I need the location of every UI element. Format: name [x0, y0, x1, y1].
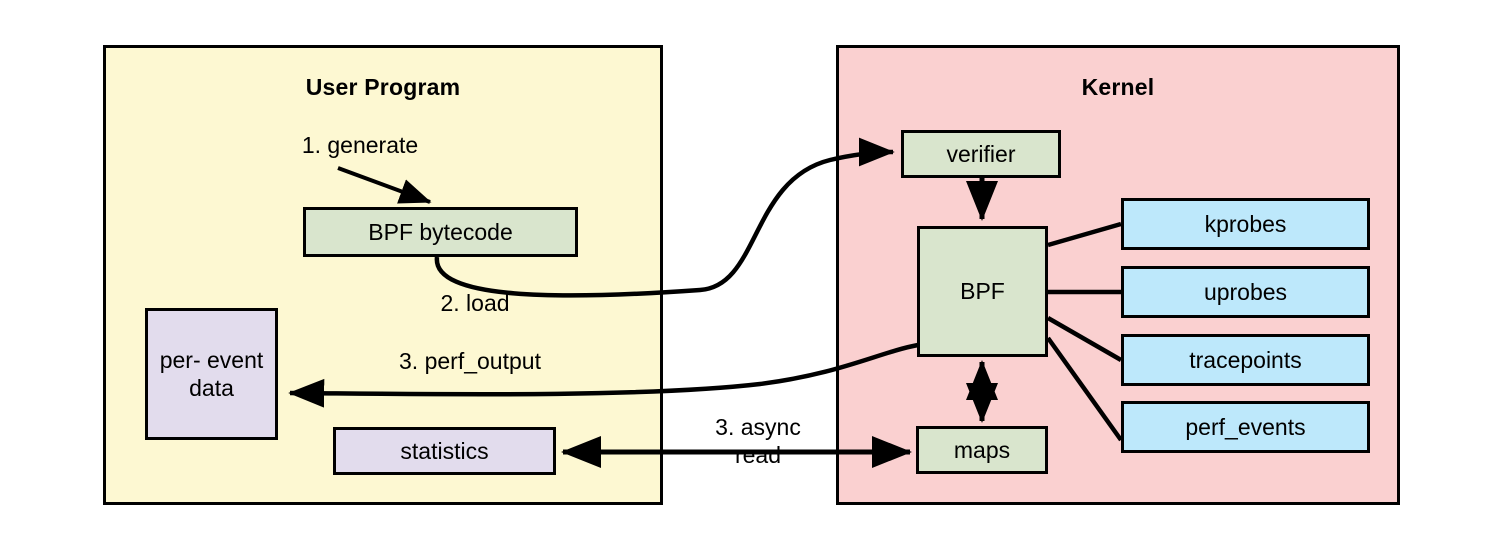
node-perf-events-label: perf_events [1185, 413, 1306, 440]
node-bpf-label: BPF [960, 278, 1005, 305]
node-bpf-bytecode[interactable]: BPF bytecode [303, 207, 578, 257]
edge-label-perf-output: 3. perf_output [399, 348, 541, 374]
node-maps[interactable]: maps [916, 426, 1048, 474]
node-tracepoints[interactable]: tracepoints [1121, 334, 1370, 386]
node-bpf-bytecode-label: BPF bytecode [368, 218, 513, 245]
node-statistics[interactable]: statistics [333, 427, 556, 475]
node-statistics-label: statistics [400, 437, 489, 464]
node-kprobes[interactable]: kprobes [1121, 198, 1370, 250]
node-per-event-data[interactable]: per- event data [145, 308, 278, 440]
node-per-event-data-label: per- event data [159, 346, 264, 401]
region-kernel-title: Kernel [1081, 74, 1155, 100]
region-user-program-title: User Program [305, 74, 461, 100]
edge-label-async-read: 3. async read [715, 414, 801, 468]
node-tracepoints-label: tracepoints [1189, 346, 1302, 373]
edge-label-load: 2. load [440, 290, 510, 316]
node-kprobes-label: kprobes [1204, 210, 1287, 237]
node-maps-label: maps [953, 436, 1011, 463]
node-verifier[interactable]: verifier [901, 130, 1061, 178]
node-uprobes[interactable]: uprobes [1121, 266, 1370, 318]
edge-label-generate: 1. generate [301, 132, 419, 158]
node-verifier-label: verifier [946, 140, 1016, 167]
node-perf-events[interactable]: perf_events [1121, 401, 1370, 453]
node-uprobes-label: uprobes [1203, 278, 1288, 305]
node-bpf[interactable]: BPF [917, 226, 1048, 357]
